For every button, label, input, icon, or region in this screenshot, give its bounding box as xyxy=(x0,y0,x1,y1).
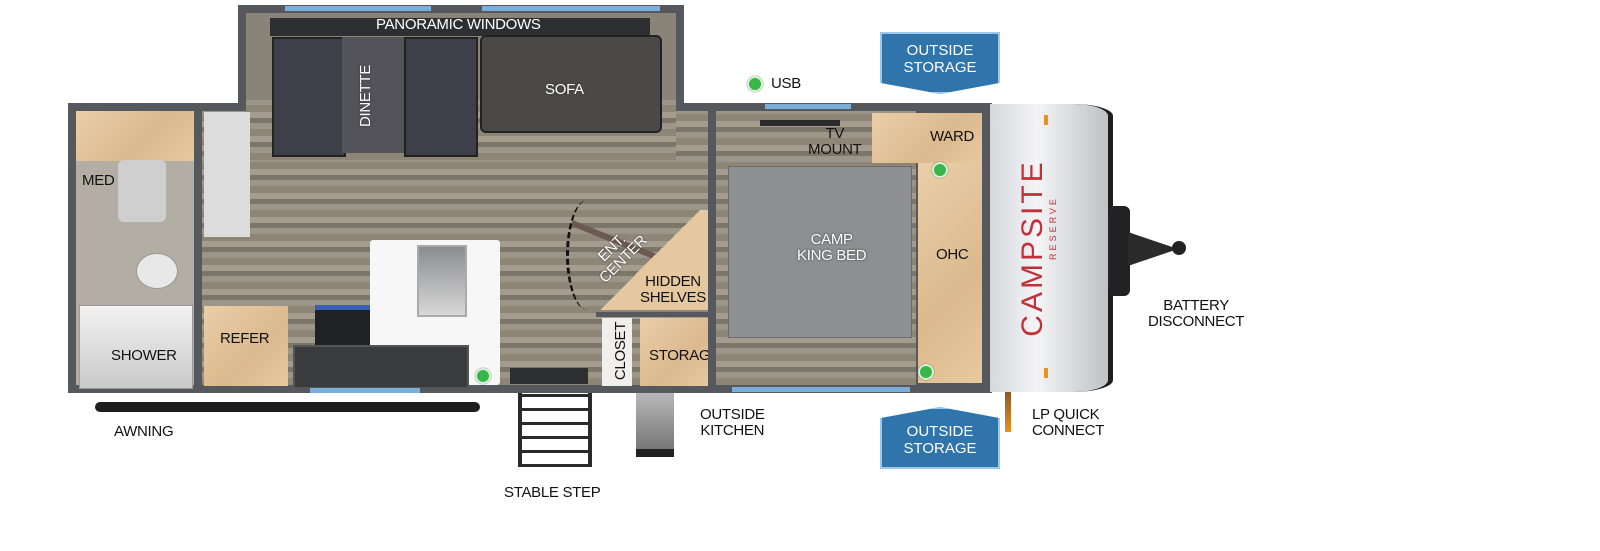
window xyxy=(285,6,431,11)
window xyxy=(765,104,851,109)
label-tv-mount-2: MOUNT xyxy=(808,141,862,158)
label-panoramic-windows: PANORAMIC WINDOWS xyxy=(376,16,541,33)
badge-line-2: STORAGE xyxy=(903,440,977,457)
label-closet: CLOSET xyxy=(612,321,630,381)
storage-cabinet xyxy=(640,318,710,386)
label-hidden-shelves-2: SHELVES xyxy=(640,289,706,306)
window-valance xyxy=(270,18,650,36)
sink-icon xyxy=(118,160,166,222)
usb-dot-icon xyxy=(747,76,763,92)
label-battery-disconnect-1: BATTERY xyxy=(1163,297,1229,314)
entry-door xyxy=(510,368,588,384)
label-usb: USB xyxy=(771,75,801,92)
stove-icon xyxy=(315,305,371,352)
toilet-icon xyxy=(136,253,178,289)
window xyxy=(732,387,910,392)
usb-dot-icon xyxy=(918,364,934,380)
label-ohc: OHC xyxy=(936,246,969,263)
marker-light xyxy=(1044,115,1048,125)
drawers xyxy=(293,345,469,389)
label-battery-disconnect-2: DISCONNECT xyxy=(1148,313,1245,330)
closet xyxy=(602,318,632,386)
lp-connector-icon xyxy=(1005,392,1011,432)
label-camp-king-bed-1: CAMP xyxy=(810,231,853,248)
logo-text: CAMPSITE xyxy=(1016,159,1049,337)
med-cabinet xyxy=(76,111,194,161)
label-camp-king-bed-2: KING BED xyxy=(797,247,867,264)
bath-wall xyxy=(194,103,202,393)
outside-kitchen-grill xyxy=(636,393,674,457)
badge-line-2: STORAGE xyxy=(903,59,977,76)
label-lp-quick-connect-1: LP QUICK xyxy=(1032,406,1100,423)
label-lp-quick-connect-2: CONNECT xyxy=(1032,422,1105,439)
usb-dot-icon xyxy=(475,368,491,384)
label-stable-step: STABLE STEP xyxy=(504,484,601,501)
camp-king-bed xyxy=(728,166,912,338)
badge-line-1: OUTSIDE xyxy=(906,423,974,440)
label-shower: SHOWER xyxy=(111,347,177,364)
label-awning: AWNING xyxy=(114,423,174,440)
refrigerator xyxy=(204,306,288,386)
label-outside-kitchen-1: OUTSIDE xyxy=(700,406,765,423)
usb-dot-icon xyxy=(932,162,948,178)
dinette-table xyxy=(342,37,404,153)
label-tv-mount-1: TV xyxy=(825,125,845,142)
closet-wall xyxy=(596,312,714,317)
marker-light xyxy=(1044,368,1048,378)
pantry xyxy=(204,112,250,237)
dinette-seat xyxy=(404,37,478,157)
label-outside-kitchen-2: KITCHEN xyxy=(700,422,765,439)
overhead-cabinets xyxy=(918,163,982,383)
awning xyxy=(95,402,480,412)
hidden-shelves xyxy=(590,210,710,310)
badge-line-1: OUTSIDE xyxy=(906,42,974,59)
label-med: MED xyxy=(82,172,115,189)
shower xyxy=(79,305,193,389)
stable-step-icon xyxy=(518,393,592,467)
label-refer: REFER xyxy=(220,330,270,347)
dinette-seat xyxy=(272,37,346,157)
logo-subtext: RESERVE xyxy=(1048,196,1058,260)
sofa xyxy=(480,35,662,133)
tv-mount xyxy=(760,120,840,126)
window xyxy=(482,6,660,11)
label-hidden-shelves-1: HIDDEN xyxy=(645,273,701,290)
hitch-tongue-icon xyxy=(1128,232,1178,266)
hitch-jack-icon xyxy=(1108,206,1130,296)
bedroom-wall xyxy=(708,103,716,393)
label-sofa: SOFA xyxy=(545,81,584,98)
kitchen-sink xyxy=(417,245,467,317)
door-swing xyxy=(566,200,609,310)
hitch-coupler-icon xyxy=(1172,241,1186,255)
label-storage: STORAGE xyxy=(649,347,720,364)
label-ward: WARD xyxy=(930,128,975,145)
window xyxy=(310,388,420,393)
wardrobe xyxy=(872,113,982,163)
label-dinette: DINETTE xyxy=(357,64,375,128)
